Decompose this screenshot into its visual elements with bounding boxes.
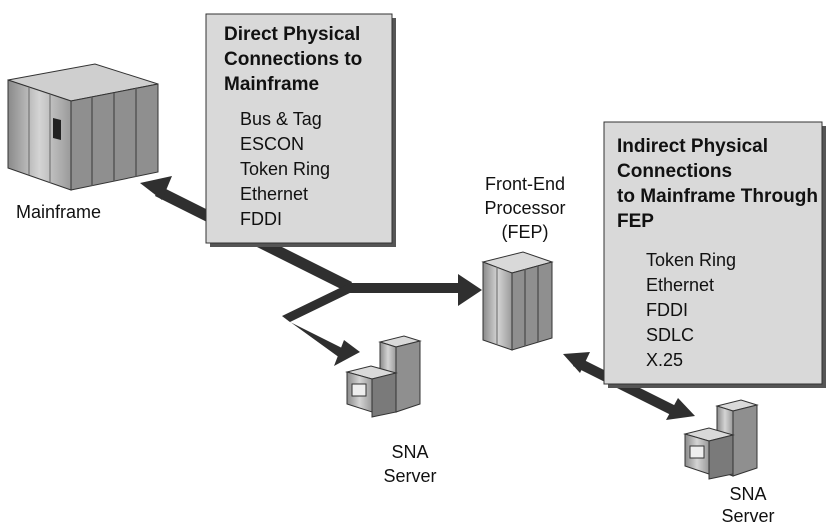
direct-item-escon: ESCON [240,134,304,154]
arrowhead-to-mainframe [140,176,172,200]
fep-label-line-1: Front-End [485,174,565,194]
direct-item-fddi: FDDI [240,209,282,229]
sna2-tower-side [732,404,758,477]
mainframe-label: Mainframe [16,202,101,222]
indirect-item-x25: X.25 [646,350,683,370]
sna-server-2-label-line-1: SNA [729,484,766,504]
indirect-item-sdlc: SDLC [646,325,694,345]
sna2-base-side [708,434,734,480]
sna1-screen [351,383,367,397]
sna-server-2-icon [683,399,759,480]
fep-side [511,261,553,351]
direct-connections-box: Direct Physical Connections to Mainframe… [205,13,396,247]
arrowhead-to-fep [458,274,482,306]
direct-item-token-ring: Token Ring [240,159,330,179]
arrowhead-to-fep-from-sna2 [563,352,590,373]
sna-server-1-icon [345,335,422,418]
arrowhead-to-sna-server-2 [666,398,695,420]
mainframe-icon [7,63,159,191]
direct-item-bus-tag: Bus & Tag [240,109,322,129]
mainframe-window [53,118,61,140]
fep-icon [481,251,554,351]
arrowhead-to-sna-server-1 [334,340,360,366]
indirect-box-title-line-1: Indirect Physical [617,136,768,157]
indirect-item-ethernet: Ethernet [646,275,714,295]
sna2-screen [689,445,705,459]
junction-branch-line [282,284,356,322]
branch-to-sna1-line [282,316,346,358]
sna1-tower-side [395,340,421,413]
indirect-box-title-line-4: FEP [617,211,654,232]
direct-item-ethernet: Ethernet [240,184,308,204]
direct-box-title-line-2: Connections to [224,49,362,70]
fep-label-line-2: Processor [484,198,565,218]
indirect-item-fddi: FDDI [646,300,688,320]
sna-server-1-label-line-2: Server [383,466,436,486]
indirect-box-panel [603,121,823,385]
fep-label-line-3: (FEP) [502,222,549,242]
indirect-item-token-ring: Token Ring [646,250,736,270]
sna-server-2-label-line-2: Server [721,506,774,526]
indirect-box-title-line-3: to Mainframe Through [617,186,818,207]
direct-box-title-line-1: Direct Physical [224,24,360,45]
indirect-connections-box: Indirect Physical Connections to Mainfra… [603,121,826,388]
sna1-base-side [371,372,397,418]
sna-server-1-label-line-1: SNA [391,442,428,462]
direct-box-title-line-3: Mainframe [224,74,319,95]
junction-to-fep-line [348,283,468,293]
direct-box-panel [205,13,393,244]
indirect-box-title-line-2: Connections [617,161,732,182]
